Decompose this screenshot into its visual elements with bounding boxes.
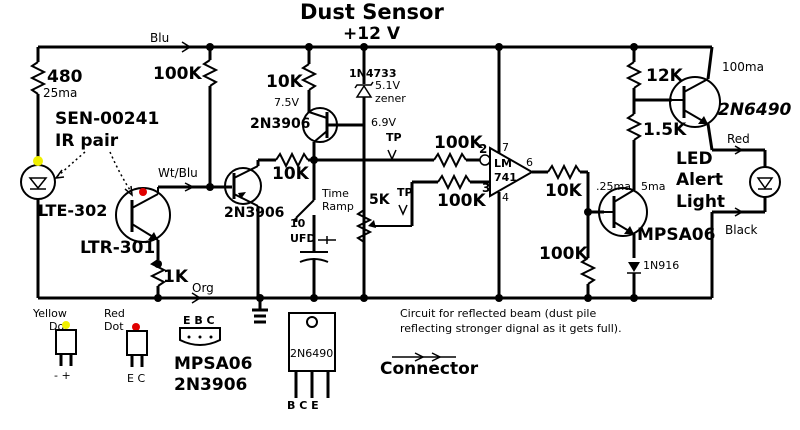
transistor-2n6490: [669, 46, 765, 152]
r480-label: 480: [47, 67, 83, 87]
red-dot-label-b: Dot: [104, 320, 124, 333]
phototransistor-ltr301: [115, 185, 210, 260]
sensor-part-label: SEN-00241: [55, 109, 159, 129]
pin4-label: 4: [502, 191, 509, 204]
note-line2: reflecting stronger dignal as it gets fu…: [400, 322, 622, 335]
transistor-2n3906-mid: [210, 160, 262, 298]
yellow-led-pinout: [55, 321, 77, 366]
wire-label-org: Org: [192, 281, 214, 295]
resistor-1-5k: [625, 113, 643, 150]
time-label: Time: [321, 187, 349, 200]
ir-emitter-led: [20, 164, 56, 298]
zener-diode-1n4733: [354, 47, 374, 298]
i-25-label: .25ma: [596, 180, 631, 193]
i-5-label: 5ma: [641, 180, 665, 193]
i-100-label: 100ma: [722, 60, 764, 74]
opamp-name-a: LM: [494, 157, 512, 170]
red-dot-label-a: Red: [104, 307, 125, 320]
r100k-in-a-label: 100K: [434, 133, 483, 153]
to92-part-b: 2N3906: [174, 375, 247, 395]
supply-voltage-label: +12 V: [343, 24, 401, 44]
r10k-top-label: 10K: [266, 72, 304, 92]
r100k-left-label: 100K: [153, 64, 202, 84]
connector-label: Connector: [380, 359, 479, 379]
pin3-label: 3: [482, 181, 490, 195]
to220-package-icon: [288, 312, 336, 398]
red-phototransistor-pinout: [126, 323, 148, 367]
r12k-label: 12K: [646, 66, 684, 86]
capacitor-10ufd: [299, 215, 336, 298]
yellow-dot-marker: [33, 156, 43, 166]
wire-label-red: Red: [727, 132, 750, 146]
potentiometer-5k: [355, 180, 438, 243]
ground-rail: [38, 292, 712, 304]
transistor-2n3906-top: [302, 107, 364, 160]
pin6-label: 6: [526, 156, 533, 169]
opamp-name-b: 741: [494, 171, 517, 184]
r15k-label: 1.5K: [643, 120, 687, 140]
zener-part-label: 1N4733: [349, 67, 396, 80]
time-ramp-switch: [294, 160, 316, 222]
emitter-label: LTE-302: [38, 201, 107, 220]
cap-unit-label: UFD: [290, 232, 316, 245]
resistor-100k-in-a: [433, 151, 480, 169]
resistor-480: [29, 47, 47, 165]
r480-current: 25ma: [43, 86, 77, 100]
diagram-title: Dust Sensor: [300, 0, 444, 24]
transistor-mpsa06: [598, 150, 648, 258]
alert-led: [710, 150, 781, 298]
r10k-mid-label: 10K: [272, 164, 310, 184]
q-2n3906-mid-label: 2N3906: [224, 205, 284, 221]
note-line1: Circuit for reflected beam (dust pile: [400, 307, 596, 320]
q-mpsa06-label: MPSA06: [637, 225, 715, 245]
wire-label-wt-blu: Wt/Blu: [158, 166, 198, 180]
connector-symbol-icon: [392, 352, 456, 362]
led-line1: LED: [676, 149, 713, 169]
v69-label: 6.9V: [371, 116, 396, 129]
resistor-100k-in-b: [437, 173, 490, 191]
tp2-label: TP: [397, 186, 413, 199]
resistor-10k-top: [300, 47, 318, 112]
tp1-label: TP: [386, 131, 402, 144]
diode-label: 1N916: [643, 259, 679, 272]
red-dot-marker: [139, 188, 147, 196]
diode-1n916: [627, 262, 641, 298]
q-2n6490-label: 2N6490: [718, 100, 792, 120]
positive-rail: [38, 41, 712, 53]
r100k-bottom-label: 100K: [539, 244, 588, 264]
r100k-in-b-label: 100K: [437, 191, 486, 211]
yellow-dot-label-a: Yellow: [32, 307, 67, 320]
detector-label: LTR-301: [80, 238, 155, 258]
pot-5k-label: 5K: [369, 192, 391, 208]
ramp-label: Ramp: [322, 200, 354, 213]
v75-label: 7.5V: [274, 96, 299, 109]
yellow-pins-label: - +: [54, 369, 71, 382]
pin2-label: 2: [479, 142, 487, 156]
cap-value-label: 10: [290, 217, 306, 230]
pin7-label: 7: [502, 141, 509, 154]
led-line2: Alert: [676, 170, 723, 190]
ground-symbol: [252, 298, 268, 324]
zener-value-label: 5.1V: [375, 79, 400, 92]
wire-label-blu: Blu: [150, 31, 169, 45]
to220-part-label: 2N6490: [290, 347, 333, 360]
opamp-lm741: [479, 47, 548, 298]
sensor-desc-label: IR pair: [55, 131, 119, 151]
q-2n3906-top-label: 2N3906: [250, 116, 310, 132]
to92-package-icon: [179, 327, 221, 346]
wire-label-black: Black: [725, 223, 758, 237]
r10k-out-label: 10K: [545, 181, 583, 201]
zener-type-label: zener: [375, 92, 406, 105]
led-line3: Light: [676, 192, 725, 212]
to92-part-a: MPSA06: [174, 354, 252, 374]
to220-pins-label: B C E: [287, 399, 319, 412]
r1k-label: 1K: [163, 267, 189, 287]
resistor-100k-left: [201, 47, 219, 187]
red-pins-label: E C: [127, 372, 145, 385]
to92-pins-label: E B C: [183, 314, 215, 327]
junction-dots: [154, 43, 638, 302]
